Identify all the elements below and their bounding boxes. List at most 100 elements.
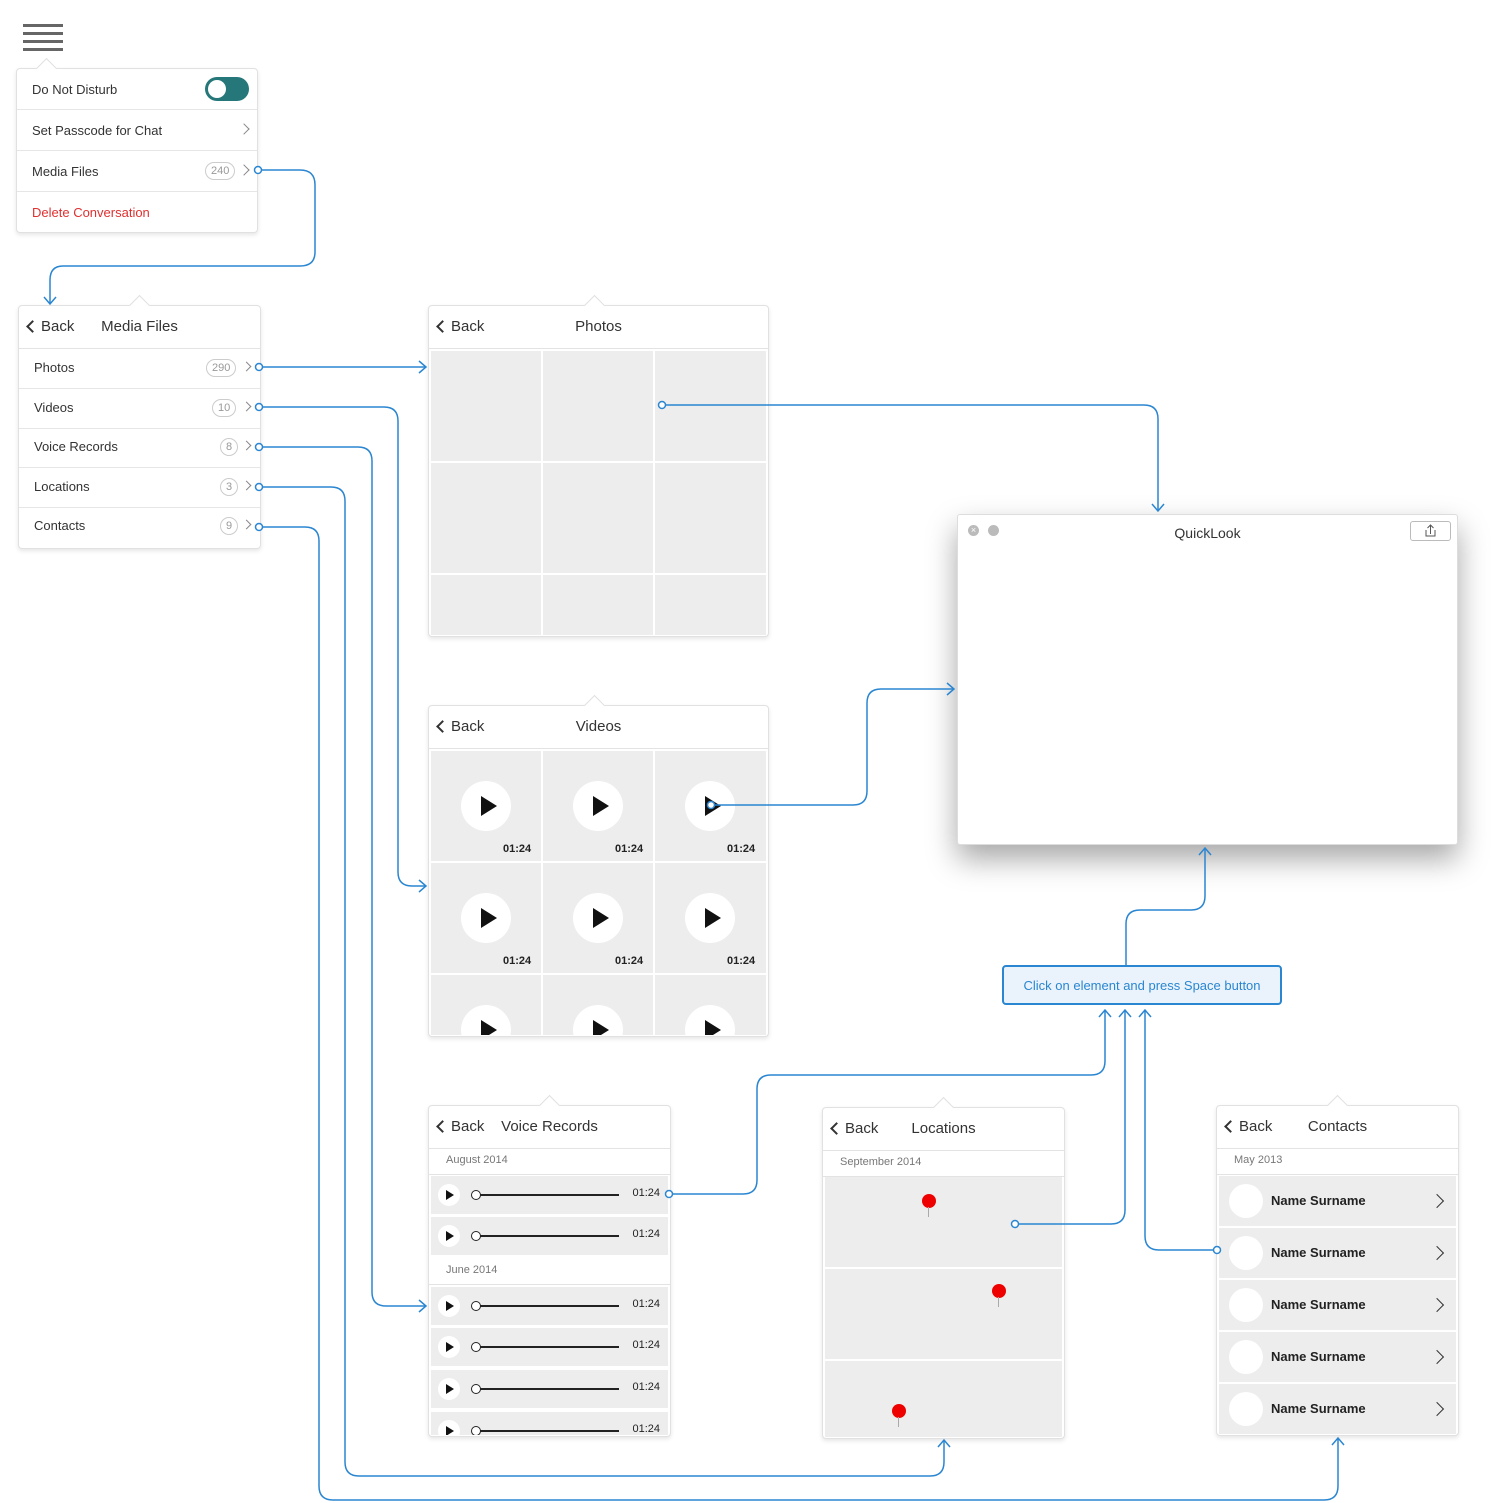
section-label: June 2014 xyxy=(446,1264,498,1276)
progress-knob[interactable] xyxy=(471,1190,481,1200)
photo-thumbnail[interactable] xyxy=(655,575,766,635)
panel-title: Contacts xyxy=(1307,1118,1368,1135)
panel-title: Voice Records xyxy=(501,1118,598,1135)
contact-row[interactable]: Name Surname xyxy=(1219,1332,1456,1382)
progress-track xyxy=(477,1430,619,1432)
progress-knob[interactable] xyxy=(471,1301,481,1311)
instruction-text: Click on element and press Space button xyxy=(1023,978,1261,993)
contact-row[interactable]: Name Surname xyxy=(1219,1176,1456,1226)
record-duration: 01:24 xyxy=(632,1339,660,1351)
chevron-right-icon xyxy=(241,361,252,372)
play-icon[interactable] xyxy=(438,1420,460,1435)
chevron-right-icon xyxy=(1429,1401,1445,1417)
video-thumbnail[interactable] xyxy=(655,975,766,1035)
photo-thumbnail[interactable] xyxy=(543,351,653,461)
count-badge: 8 xyxy=(220,438,239,456)
back-label: Back xyxy=(451,318,485,335)
voice-record-row[interactable]: 01:24 xyxy=(431,1176,668,1214)
panel-header: Back Locations xyxy=(823,1108,1064,1151)
photo-thumbnail[interactable] xyxy=(431,575,541,635)
photo-thumbnail[interactable] xyxy=(431,463,541,573)
contact-row[interactable]: Name Surname xyxy=(1219,1280,1456,1330)
video-thumbnail[interactable]: 01:24 xyxy=(655,751,766,861)
media-item-contacts[interactable]: Contacts 9 xyxy=(19,507,260,546)
arrowhead xyxy=(946,682,956,696)
play-icon[interactable] xyxy=(438,1184,460,1206)
chevron-right-icon xyxy=(1429,1297,1445,1313)
play-icon[interactable] xyxy=(438,1336,460,1358)
chevron-right-icon xyxy=(1429,1349,1445,1365)
voice-record-row[interactable]: 01:24 xyxy=(431,1328,668,1366)
media-files-panel: Back Media Files Photos 290 Videos 10 Vo… xyxy=(18,294,261,549)
locations-list: September 2014 xyxy=(823,1151,1064,1437)
media-item-photos[interactable]: Photos 290 xyxy=(19,349,260,389)
chevron-right-icon xyxy=(241,519,252,530)
share-icon[interactable] xyxy=(1410,521,1451,541)
count-badge: 9 xyxy=(220,517,239,535)
location-map-thumbnail[interactable] xyxy=(825,1361,1062,1437)
contact-row[interactable]: Name Surname xyxy=(1219,1384,1456,1434)
photo-thumbnail[interactable] xyxy=(431,351,541,461)
arrowhead xyxy=(1138,1008,1152,1018)
video-grid: 01:24 01:24 01:24 01:24 01:24 01:24 xyxy=(429,749,768,1035)
count-badge: 290 xyxy=(206,359,237,377)
hamburger-menu-icon[interactable] xyxy=(23,24,63,52)
video-thumbnail[interactable] xyxy=(431,975,541,1035)
media-item-voice-records[interactable]: Voice Records 8 xyxy=(19,428,260,468)
arrowhead xyxy=(1331,1436,1345,1446)
play-icon[interactable] xyxy=(438,1378,460,1400)
play-icon xyxy=(461,781,511,831)
photo-thumbnail[interactable] xyxy=(543,575,653,635)
section-header: June 2014 xyxy=(429,1259,670,1285)
progress-knob[interactable] xyxy=(471,1384,481,1394)
toggle-knob xyxy=(208,80,226,98)
photo-thumbnail[interactable] xyxy=(543,463,653,573)
menu-item-media-files[interactable]: Media Files 240 xyxy=(17,151,257,192)
voice-record-row[interactable]: 01:24 xyxy=(431,1217,668,1255)
voice-record-row[interactable]: 01:24 xyxy=(431,1412,668,1435)
video-thumbnail[interactable]: 01:24 xyxy=(431,751,541,861)
media-item-locations[interactable]: Locations 3 xyxy=(19,468,260,508)
section-header: August 2014 xyxy=(429,1149,670,1175)
menu-item-do-not-disturb[interactable]: Do Not Disturb xyxy=(17,69,257,110)
arrowhead xyxy=(1098,1008,1112,1018)
do-not-disturb-toggle[interactable] xyxy=(205,77,249,101)
menu-item-set-passcode[interactable]: Set Passcode for Chat xyxy=(17,110,257,151)
video-thumbnail[interactable] xyxy=(543,975,653,1035)
progress-knob[interactable] xyxy=(471,1342,481,1352)
play-icon xyxy=(573,1005,623,1035)
media-item-label: Voice Records xyxy=(34,439,118,454)
section-label: May 2013 xyxy=(1234,1154,1283,1166)
menu-item-delete-conversation[interactable]: Delete Conversation xyxy=(17,192,257,232)
arrowhead xyxy=(418,1299,428,1313)
video-thumbnail[interactable]: 01:24 xyxy=(543,863,653,973)
media-item-videos[interactable]: Videos 10 xyxy=(19,389,260,429)
connector-videos xyxy=(259,406,426,887)
video-thumbnail[interactable]: 01:24 xyxy=(543,751,653,861)
video-duration: 01:24 xyxy=(727,843,756,855)
section-header: September 2014 xyxy=(823,1151,1064,1177)
video-thumbnail[interactable]: 01:24 xyxy=(431,863,541,973)
video-thumbnail[interactable]: 01:24 xyxy=(655,863,766,973)
record-duration: 01:24 xyxy=(632,1298,660,1310)
photo-thumbnail[interactable] xyxy=(655,463,766,573)
contact-row[interactable]: Name Surname xyxy=(1219,1228,1456,1278)
photo-thumbnail[interactable] xyxy=(655,351,766,461)
arrowhead xyxy=(1151,503,1165,513)
location-map-thumbnail[interactable] xyxy=(825,1269,1062,1359)
play-icon[interactable] xyxy=(438,1225,460,1247)
play-icon[interactable] xyxy=(438,1295,460,1317)
back-button[interactable]: Back xyxy=(24,318,74,335)
progress-track xyxy=(477,1346,619,1348)
progress-knob[interactable] xyxy=(471,1231,481,1241)
section-label: September 2014 xyxy=(840,1156,922,1168)
voice-record-row[interactable]: 01:24 xyxy=(431,1370,668,1408)
play-icon xyxy=(461,893,511,943)
arrowhead xyxy=(418,879,428,893)
progress-knob[interactable] xyxy=(471,1426,481,1435)
location-map-thumbnail[interactable] xyxy=(825,1177,1062,1267)
back-button[interactable]: Back xyxy=(434,318,484,335)
avatar xyxy=(1229,1236,1263,1270)
voice-record-row[interactable]: 01:24 xyxy=(431,1287,668,1325)
quicklook-title: QuickLook xyxy=(1174,525,1241,541)
